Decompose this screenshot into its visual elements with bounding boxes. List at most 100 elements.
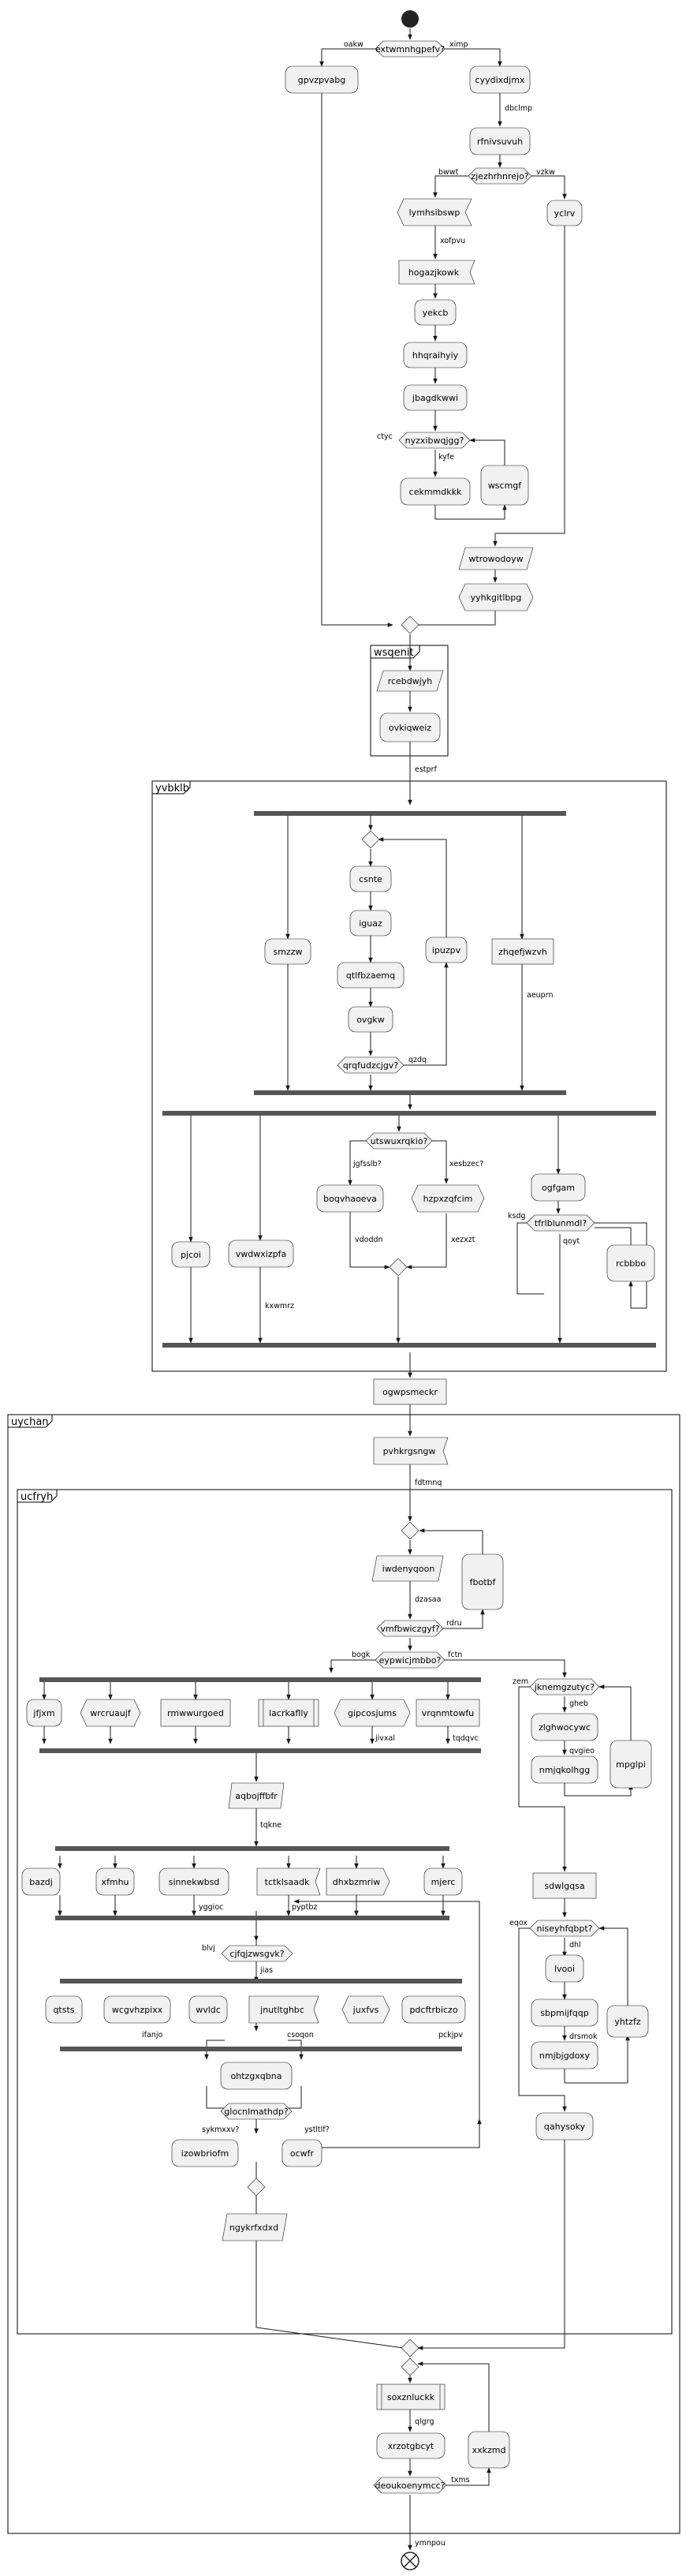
decision-utswuxrqkio-label: utswuxrqkio? bbox=[371, 1136, 428, 1146]
decision-zjezhrhnrejo-label: zjezhrhnrejo? bbox=[471, 171, 528, 181]
partition-uychan: uychan bbox=[7, 1414, 680, 2534]
decision-niseyhfqbpt bbox=[529, 1920, 600, 1937]
edge-label-eqox: eqox bbox=[509, 1919, 528, 1927]
action-iwdenyqoon-label: iwdenyqoon bbox=[382, 1564, 435, 1574]
action-rfnivsuvuh bbox=[469, 127, 531, 155]
action-smzzw-label: smzzw bbox=[274, 947, 303, 957]
action-jbagdkwwi bbox=[403, 384, 468, 411]
action-sbpmijfqqp bbox=[531, 1998, 598, 2027]
action-vrqnmtowfu-label: vrqnmtowfu bbox=[422, 1708, 474, 1718]
action-mpglpi bbox=[610, 1740, 652, 1789]
action-jfjxm bbox=[26, 1699, 62, 1727]
action-rcebdwjyh bbox=[376, 670, 444, 692]
action-fbotbf-label: fbotbf bbox=[470, 1577, 497, 1587]
action-bazdj bbox=[21, 1868, 61, 1896]
action-xxkzmd-label: xxkzmd bbox=[472, 2445, 506, 2455]
edge-label-fctn: fctn bbox=[448, 1651, 462, 1659]
decision-qrqfudzcjgv bbox=[337, 1056, 405, 1074]
action-ngykrfxdxd-label: ngykrfxdxd bbox=[229, 2223, 278, 2233]
decision-jknemgzutyc bbox=[529, 1678, 600, 1696]
action-yekcb-label: yekcb bbox=[423, 308, 449, 318]
edge-label-vdoddn: vdoddn bbox=[355, 1236, 383, 1244]
action-gipcosjums bbox=[334, 1699, 411, 1727]
action-lymhsibswp-label: lymhsibswp bbox=[409, 208, 460, 218]
start-node bbox=[401, 10, 419, 28]
edge-label-bwwt: bwwt bbox=[438, 168, 459, 177]
action-gipcosjums-label: gipcosjums bbox=[348, 1708, 397, 1718]
action-sdwlgqsa bbox=[532, 1872, 597, 1899]
action-jnutltghbc bbox=[248, 1995, 319, 2024]
action-hogazjkowk-label: hogazjkowk bbox=[408, 267, 460, 278]
decision-glocnlmathdp bbox=[220, 2103, 293, 2120]
action-ngykrfxdxd bbox=[222, 2213, 288, 2241]
action-lymhsibswp bbox=[397, 198, 472, 226]
action-wvldc bbox=[188, 1995, 228, 2024]
decision-qrqfudzcjgv-label: qrqfudzcjgv? bbox=[343, 1060, 398, 1071]
decision-extwmnhgpefv-label: extwmnhgpefv? bbox=[375, 44, 445, 54]
join-bar-3 bbox=[39, 1748, 481, 1753]
edge-label-sykmxxv: sykmxxv? bbox=[202, 2125, 239, 2134]
merge-diamond-5 bbox=[401, 2339, 419, 2357]
edge-label-pyptbz: pyptbz bbox=[292, 1903, 317, 1912]
action-pdcftrbiczo bbox=[401, 1995, 466, 2024]
action-jfjxm-label: jfjxm bbox=[32, 1708, 54, 1718]
action-sdwlgqsa-label: sdwlgqsa bbox=[544, 1881, 584, 1891]
merge-diamond-3 bbox=[401, 1521, 419, 1540]
action-wscmgf-label: wscmgf bbox=[488, 480, 522, 491]
action-ogwpsmeckr bbox=[373, 1378, 447, 1405]
join-bar-1 bbox=[254, 1090, 566, 1095]
edge-label-kyfe: kyfe bbox=[438, 453, 454, 462]
decision-tfrlblunmdl-label: tfrlblunmdl? bbox=[535, 1218, 587, 1228]
edge-label-yggioc: yggioc bbox=[199, 1903, 223, 1912]
edge-label-xofpvu: xofpvu bbox=[440, 237, 465, 245]
decision-vmfbwiczgyf bbox=[376, 1620, 444, 1637]
edge-label-jivxal: jivxal bbox=[375, 1734, 395, 1743]
action-mpglpi-label: mpglpi bbox=[616, 1759, 646, 1770]
edge-label-ifanjo: ifanjo bbox=[142, 2031, 162, 2039]
action-gpvzpvabg bbox=[285, 65, 359, 94]
fork-bar-2 bbox=[162, 1111, 656, 1116]
decision-zjezhrhnrejo bbox=[468, 167, 532, 185]
action-tctklsaadk-label: tctklsaadk bbox=[265, 1877, 310, 1887]
action-rmwwurgoed-label: rmwwurgoed bbox=[167, 1708, 224, 1718]
edge-label-ystltlf: ystltlf? bbox=[304, 2125, 330, 2134]
decision-deoukoenymcc bbox=[373, 2477, 447, 2494]
action-ovkiqweiz-label: ovkiqweiz bbox=[389, 723, 431, 733]
action-mjerc-label: mjerc bbox=[431, 1877, 456, 1887]
action-jbagdkwwi-label: jbagdkwwi bbox=[412, 393, 458, 403]
edge-label-qlgrg: qlgrg bbox=[415, 2417, 434, 2426]
action-rcbbbo bbox=[606, 1244, 655, 1282]
action-sinnekwbsd-label: sinnekwbsd bbox=[169, 1877, 220, 1887]
action-nmjqkolhgg-label: nmjqkolhgg bbox=[539, 1765, 590, 1775]
action-sinnekwbsd bbox=[158, 1868, 229, 1896]
edge-label-jgfsslb: jgfsslb? bbox=[352, 1160, 382, 1168]
action-wtrowodoyw bbox=[458, 547, 534, 570]
action-ocwfr-label: ocwfr bbox=[290, 2148, 315, 2159]
edge-label-xesbzec: xesbzec? bbox=[449, 1160, 483, 1168]
action-ohtzgxqbna bbox=[220, 2062, 293, 2090]
decision-eypwicjmbbo-label: eypwicjmbbo? bbox=[379, 1655, 442, 1666]
merge-diamond-loop bbox=[361, 830, 380, 849]
action-hhqraihyiy-label: hhqraihyiy bbox=[412, 350, 459, 361]
decision-nyzxibwqjgg bbox=[398, 432, 471, 449]
edge-label-tqdqvc: tqdqvc bbox=[453, 1734, 479, 1743]
action-aqbojffbfr bbox=[228, 1782, 285, 1809]
fork-bar-5 bbox=[60, 1979, 462, 1983]
action-vwdwxizpfa bbox=[228, 1239, 294, 1268]
edge-label-tqkne: tqkne bbox=[260, 1821, 281, 1830]
edge-label-ksdg: ksdg bbox=[508, 1212, 526, 1221]
partition-wsqenit-label: wsqenit bbox=[374, 647, 414, 659]
action-lacrkaflly-label: lacrkaflly bbox=[269, 1708, 308, 1718]
action-xxkzmd bbox=[468, 2431, 510, 2469]
action-hzpxzqfcim-label: hzpxzqfcim bbox=[423, 1194, 473, 1204]
action-yhtzfz bbox=[606, 2005, 649, 2038]
merge-diamond-2 bbox=[389, 1258, 408, 1277]
edge-label-oakw: oakw bbox=[344, 40, 364, 49]
decision-cjfqjzwsgvk-label: cjfqjzwsgvk? bbox=[229, 1949, 284, 1959]
decision-utswuxrqkio bbox=[365, 1132, 433, 1150]
action-yhtzfz-label: yhtzfz bbox=[614, 2017, 640, 2027]
action-pvhkrgsngw bbox=[373, 1437, 449, 1465]
partition-ucfryh-label: ucfryh bbox=[21, 1491, 53, 1503]
action-iguaz-label: iguaz bbox=[359, 918, 382, 929]
